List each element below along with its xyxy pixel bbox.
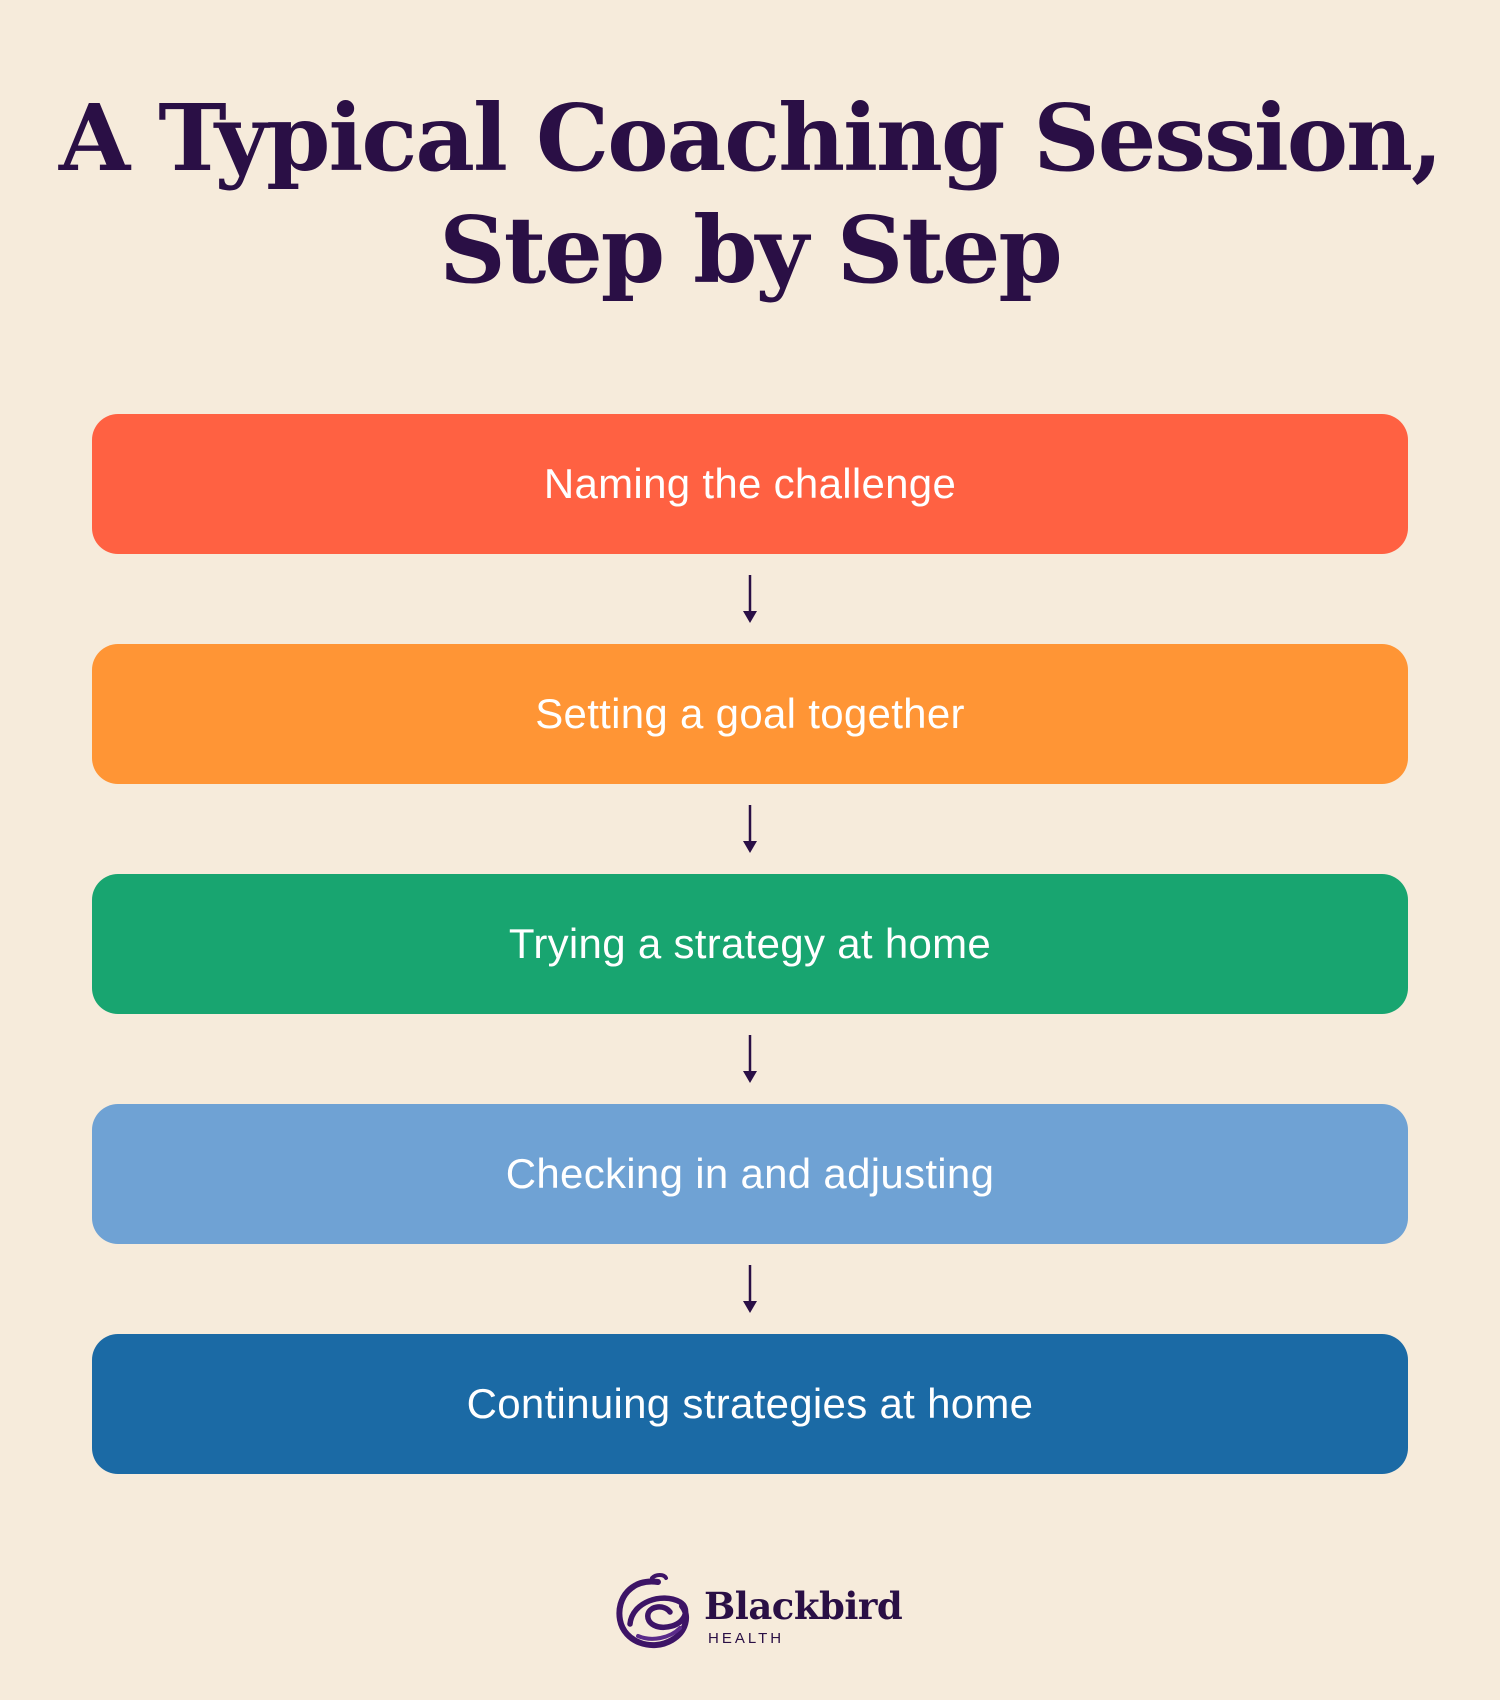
connector-4 — [92, 1244, 1408, 1334]
logo-subtitle: HEALTH — [708, 1630, 785, 1647]
page-title: A Typical Coaching Session, Step by Step — [0, 82, 1500, 306]
connector-3 — [92, 1014, 1408, 1104]
blackbird-health-logo: Blackbird HEALTH — [612, 1572, 903, 1652]
arrow-down-icon — [743, 1035, 757, 1083]
step-box-4: Checking in and adjusting — [92, 1104, 1408, 1244]
blackbird-swirl-logo-icon — [616, 1573, 690, 1649]
title-line-1: A Typical Coaching Session, — [58, 84, 1443, 192]
title-line-2: Step by Step — [439, 196, 1062, 304]
arrow-down-icon — [743, 1265, 757, 1313]
step-box-5: Continuing strategies at home — [92, 1334, 1408, 1474]
steps-flow: Naming the challenge Setting a goal toge… — [92, 414, 1408, 1474]
logo-name: Blackbird — [704, 1584, 903, 1628]
step-box-1: Naming the challenge — [92, 414, 1408, 554]
connector-2 — [92, 784, 1408, 874]
arrow-down-icon — [743, 575, 757, 623]
step-box-3: Trying a strategy at home — [92, 874, 1408, 1014]
step-box-2: Setting a goal together — [92, 644, 1408, 784]
connector-1 — [92, 554, 1408, 644]
arrow-down-icon — [743, 805, 757, 853]
